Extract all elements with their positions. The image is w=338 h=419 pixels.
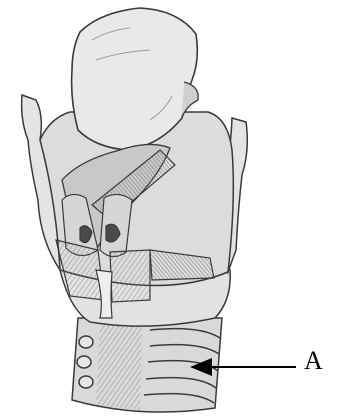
tracheal-ring — [79, 336, 93, 348]
label-a: A — [304, 348, 323, 374]
tracheal-ring — [77, 356, 91, 368]
pointer-arrow — [190, 358, 296, 376]
trachealis-muscle — [96, 325, 142, 410]
posterior-cricoarytenoid-right — [110, 250, 150, 302]
tracheal-ring — [79, 376, 93, 388]
